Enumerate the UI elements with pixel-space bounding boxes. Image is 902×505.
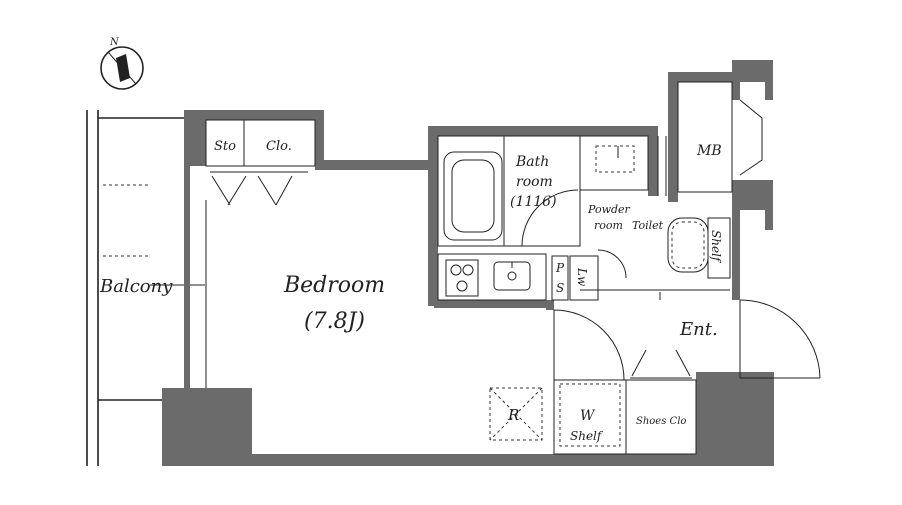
compass-icon: N — [100, 37, 144, 90]
toilet-shelf-label: Shelf — [709, 230, 723, 264]
corridor-doors: Ent. — [553, 292, 821, 454]
closet-label: Clo. — [266, 139, 292, 154]
powder-label-2: room — [594, 219, 623, 232]
powder-toilet-area: Powder room Toilet Shelf — [579, 135, 731, 291]
bedroom-label: Bedroom — [283, 273, 385, 298]
bathroom-label: Bath — [515, 154, 549, 170]
storage-label: Sto — [214, 139, 236, 154]
refrigerator-space: R — [489, 387, 543, 441]
meter-box: MB — [677, 81, 763, 193]
refrigerator-label: R — [507, 406, 519, 424]
bathroom-size-label: (1116) — [510, 194, 557, 210]
bedroom: Bedroom (7.8J) — [205, 200, 385, 388]
ps-p-label: P — [555, 261, 565, 275]
toilet-label: Toilet — [632, 219, 664, 232]
walls — [162, 60, 774, 466]
shoes-closet-label: Shoes Clo — [636, 416, 686, 427]
bathroom-label-2: room — [516, 174, 553, 190]
w-shelf-shelf-label: Shelf — [570, 429, 604, 443]
ps-s-label: S — [556, 281, 564, 295]
powder-label: Powder — [587, 203, 631, 216]
kitchen: P S Lw — [437, 253, 599, 301]
entrance-label: Ent. — [679, 319, 718, 340]
w-shelf-w-label: W — [580, 408, 596, 424]
bathroom: Bath room (1116) — [437, 135, 581, 247]
closet-area: Sto Clo. — [205, 119, 316, 206]
laundry-label: Lw — [575, 267, 589, 287]
balcony-area: Balcony — [86, 110, 205, 466]
bedroom-size-label: (7.8J) — [304, 309, 365, 334]
north-label: N — [109, 37, 120, 48]
balcony-label: Balcony — [99, 276, 173, 297]
w-shelf-and-shoes: W Shelf Shoes Clo — [553, 349, 697, 455]
mb-label: MB — [696, 143, 722, 159]
